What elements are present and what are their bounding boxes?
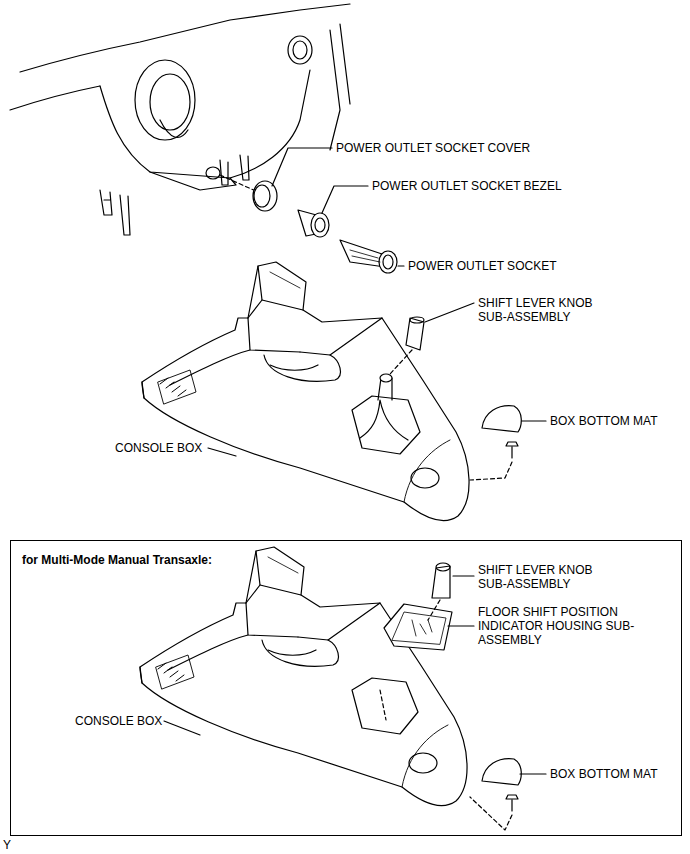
part-name: SHIFT LEVER KNOB SUB-ASSEMBLY — [478, 296, 613, 324]
part-name: FLOOR SHIFT POSITION INDICATOR HOUSING S… — [478, 605, 656, 647]
part-name: BOX BOTTOM MAT — [550, 414, 658, 428]
part-name: CONSOLE BOX — [75, 714, 162, 728]
part-name: CONSOLE BOX — [115, 441, 202, 455]
part-name: POWER OUTLET SOCKET — [408, 259, 556, 273]
figure-code: Y — [3, 838, 11, 852]
part-name: BOX BOTTOM MAT — [550, 767, 658, 781]
part-name: POWER OUTLET SOCKET COVER — [336, 141, 530, 155]
part-name: POWER OUTLET SOCKET BEZEL — [372, 179, 562, 193]
part-name: SHIFT LEVER KNOB SUB-ASSEMBLY — [478, 563, 613, 591]
variant-panel: for Multi-Mode Manual Transaxle: — [10, 540, 682, 836]
